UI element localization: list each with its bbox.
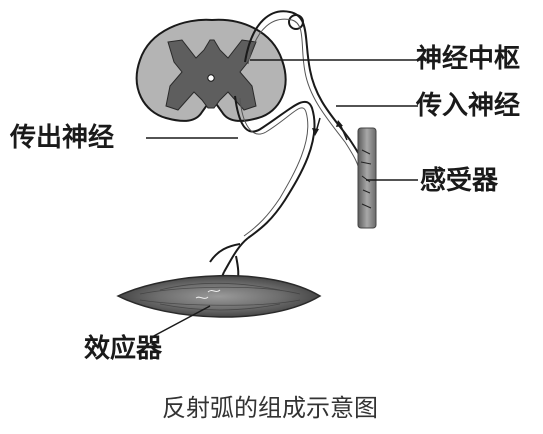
afferent-nerve-inner [247,18,360,175]
label-afferent-nerve: 传入神经 [416,91,521,121]
label-effector: 效应器 [84,334,163,364]
label-efferent-nerve: 传出神经 [10,123,115,153]
central-canal [207,74,215,82]
skin-strip [357,127,377,229]
muscle-striations [139,282,301,311]
muscle-shape [116,274,322,318]
afferent-nerve-path [244,10,366,176]
receptor-endings [360,149,372,209]
spinal-cord [135,14,304,122]
direction-arrow-efferent [312,117,321,136]
leader-lines [146,59,428,339]
diagram-caption: 反射弧的组成示意图 [162,394,378,422]
label-nerve-center: 神经中枢 [416,44,521,74]
leader-effector [149,305,211,339]
efferent-nerve-inner [239,97,309,237]
label-receptor: 感受器 [420,166,499,196]
motor-end-plates [195,289,221,299]
direction-arrow-afferent [336,120,348,141]
efferent-nerve-path [234,95,316,239]
